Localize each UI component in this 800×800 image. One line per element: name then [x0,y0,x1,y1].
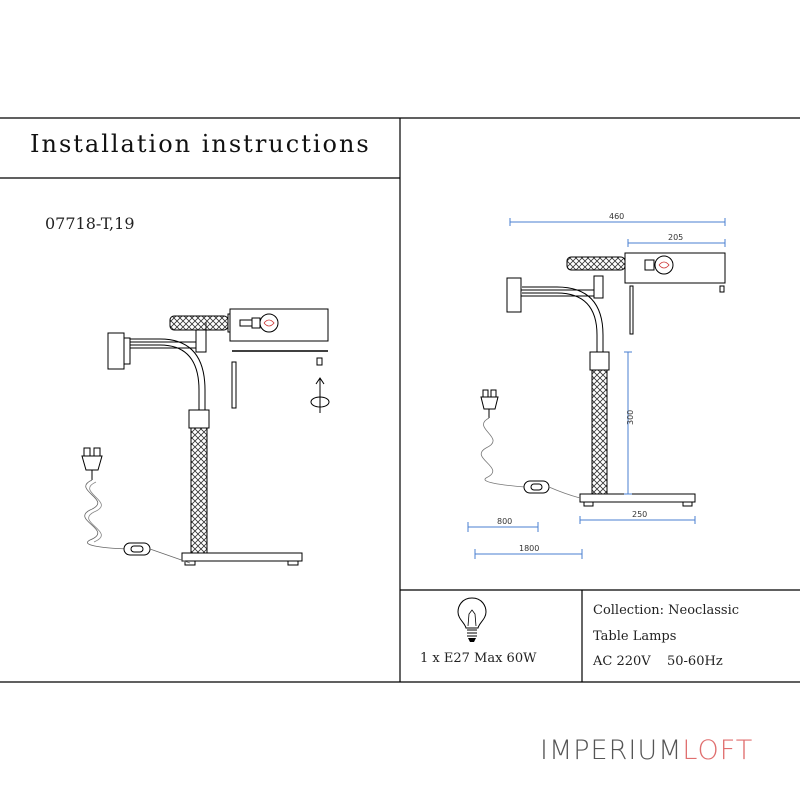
braided-stem [190,427,208,554]
dim-total-width: 460 [609,212,624,221]
brand-part2: LOFT [682,735,754,766]
category-label: Table Lamps [593,629,677,644]
dim-base-width: 250 [632,510,647,519]
brand-part1: IMPERIUM [540,735,683,766]
dim-total-cord: 1800 [519,544,539,553]
model-number: 07718-T,19 [45,214,135,233]
collection-label: Collection: Neoclassic [593,603,740,618]
voltage-label: AC 220V [593,654,651,669]
dimension-drawing: 460 205 300 250 800 1800 [467,212,726,559]
braided-arm [169,315,229,331]
frequency-label: 50-60Hz [667,654,723,669]
page-title: Installation instructions [30,130,371,158]
dim-stem-height: 300 [626,410,635,425]
dim-plug-cord: 800 [497,517,512,526]
bulb-icon [457,597,487,642]
bulb-label: 1 x E27 Max 60W [420,651,537,666]
brand-logo: IMPERIUMLOFT [540,735,753,766]
lamp-base [181,552,303,562]
dim-shade-length: 205 [668,233,683,242]
lamp-assembly-illustration [81,308,330,566]
